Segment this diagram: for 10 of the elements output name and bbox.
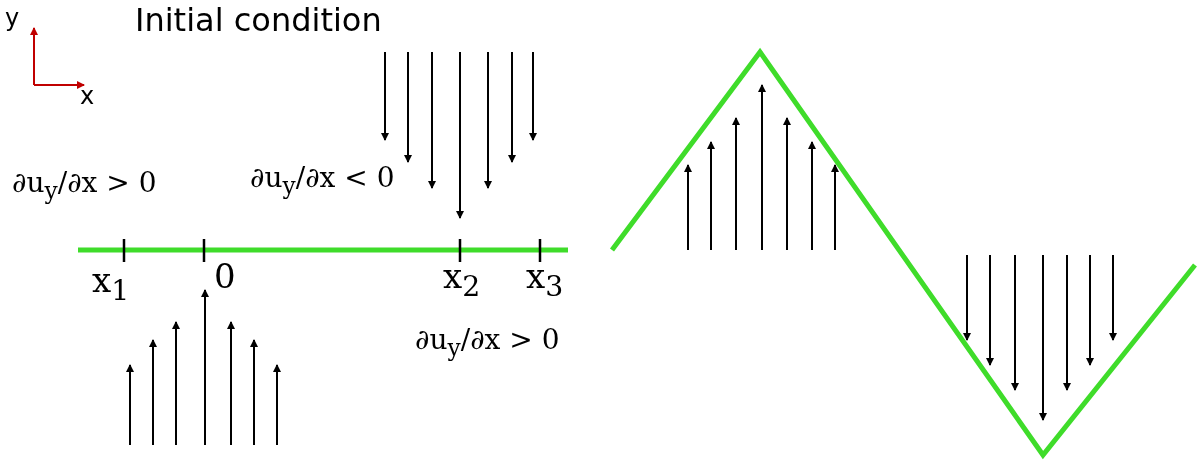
position-label: x$_{1}$ <box>92 262 130 306</box>
position-label: x$_{3}$ <box>526 258 564 302</box>
axis-label: y <box>5 5 20 32</box>
formula-label: ∂u$_{y}$/∂x > 0 <box>12 168 157 205</box>
position-label: 0 <box>214 258 236 296</box>
formula-label: ∂u$_{y}$/∂x < 0 <box>250 163 395 200</box>
formula-label: ∂u$_{y}$/∂x > 0 <box>415 325 560 362</box>
axis-label: x <box>80 83 95 110</box>
position-label: x$_{2}$ <box>443 258 481 302</box>
diagram-title: Initial condition <box>135 3 382 39</box>
